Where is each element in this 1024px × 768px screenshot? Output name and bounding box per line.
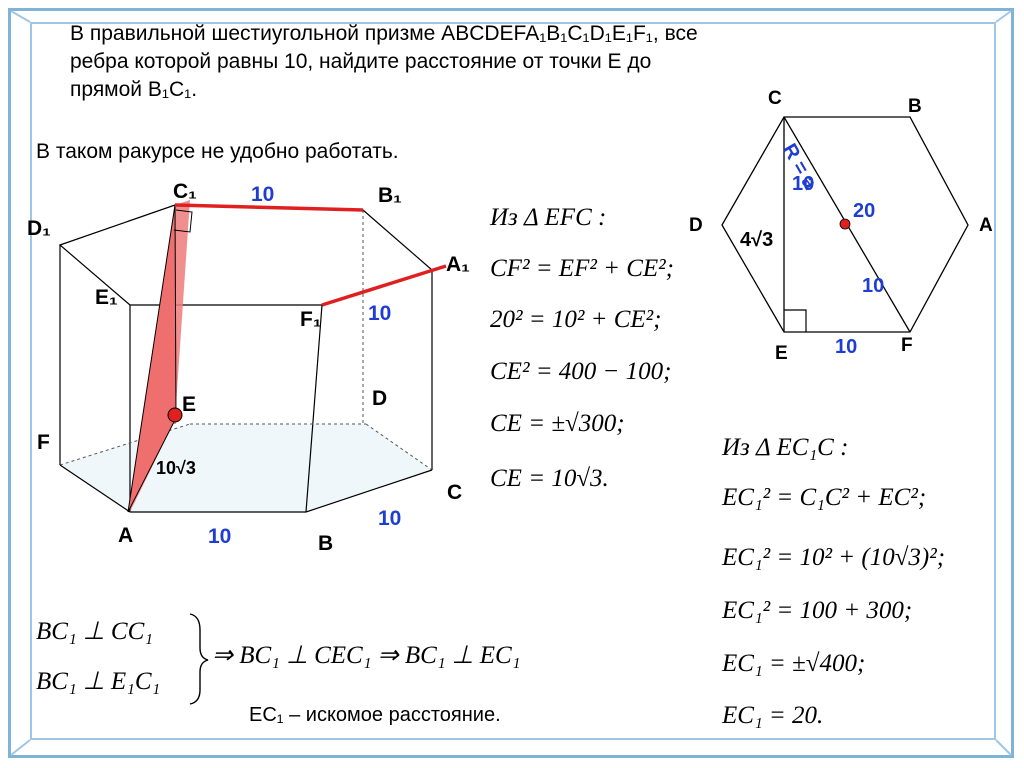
calc2-line3: EC₁² = 100 + 300; xyxy=(722,597,913,624)
conclusion-text: EC₁ – искомое расстояние. xyxy=(249,704,501,726)
label-prism-b1: B₁ xyxy=(378,184,402,207)
calc2-line1: EC₁² = C₁C² + EC²; xyxy=(722,484,927,511)
label-prism-d1: D₁ xyxy=(27,217,51,240)
label-hex-d: D xyxy=(689,215,703,236)
note-text: В таком ракурсе не удобно работать. xyxy=(36,140,399,163)
label-prism-b: B xyxy=(318,532,334,555)
problem-statement: В правильной шестиугольной призме ABCDEF… xyxy=(70,20,950,104)
hex-seg-upper-label: 10 xyxy=(792,173,815,195)
system-line2: BC₁ ⊥ E₁C₁ xyxy=(36,668,161,695)
hex-diag-label: 20 xyxy=(853,200,876,222)
prism-edge-bc-label: 10 xyxy=(378,507,402,530)
calc1-title: Из Δ EFC : xyxy=(490,204,607,231)
system-result: ⇒ BC₁ ⊥ CEC₁ ⇒ BC₁ ⊥ EC₁ xyxy=(212,642,521,669)
slide-frame-inner xyxy=(30,22,996,740)
label-prism-f1: F₁ xyxy=(300,308,322,331)
slide-frame-outer xyxy=(8,8,1014,758)
label-hex-e: E xyxy=(775,343,788,364)
label-prism-e1: E₁ xyxy=(95,286,118,309)
problem-line-2: ребра которой равны 10, найдите расстоян… xyxy=(70,50,652,73)
calc2-line4: EC₁ = ±√400; xyxy=(722,650,866,677)
calc2-line5: EC₁ = 20. xyxy=(722,702,824,729)
label-hex-f: F xyxy=(901,335,913,356)
label-prism-a1: A₁ xyxy=(446,253,470,276)
label-prism-a: A xyxy=(118,524,134,547)
calc1-line1: CF² = EF² + CE²; xyxy=(490,255,674,282)
prism-edge-ab-label: 10 xyxy=(208,525,232,548)
calc2-line2: EC₁² = 10² + (10√3)²; xyxy=(722,544,946,571)
problem-line-3: прямой B₁C₁. xyxy=(70,78,198,101)
prism-edge-side-label: 10 xyxy=(368,302,392,325)
calc1-line2: 20² = 10² + CE²; xyxy=(490,306,662,333)
hex-height-label: 4√3 xyxy=(740,229,774,251)
label-hex-c: C xyxy=(768,88,782,109)
label-hex-a: A xyxy=(979,215,993,236)
label-prism-f: F xyxy=(37,431,50,454)
system-line1: BC₁ ⊥ CC₁ xyxy=(36,618,153,645)
label-prism-c1: C₁ xyxy=(173,180,197,203)
label-prism-e: E xyxy=(182,393,197,416)
calc1-line4: CE = ±√300; xyxy=(490,410,625,437)
calc2-title: Из Δ EC₁C : xyxy=(722,434,849,461)
hex-seg-lower-label: 10 xyxy=(862,275,885,297)
prism-edge-top-label: 10 xyxy=(251,183,275,206)
label-prism-d: D xyxy=(372,387,388,410)
calc1-line3: CE² = 400 − 100; xyxy=(490,358,672,385)
calc1-line5: CE = 10√3. xyxy=(490,465,609,492)
label-prism-c: C xyxy=(447,481,463,504)
prism-diag-label: 10√3 xyxy=(156,458,196,478)
hex-base-label: 10 xyxy=(835,336,858,358)
label-hex-b: B xyxy=(908,96,922,117)
problem-line-1: В правильной шестиугольной призме ABCDEF… xyxy=(70,22,698,45)
